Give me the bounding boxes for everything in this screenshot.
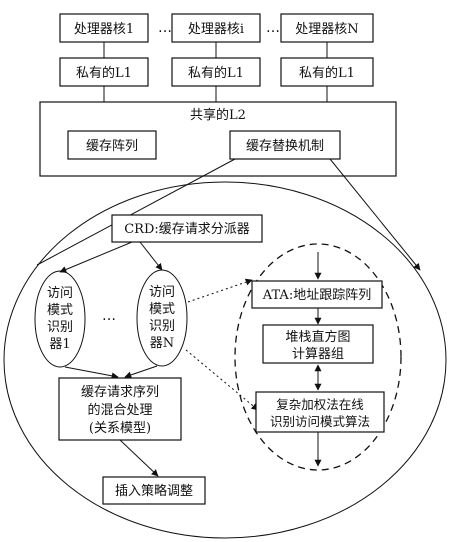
l1-N-label: 私有的L1 (299, 65, 355, 81)
cores-ellipsis-1: … (158, 20, 172, 36)
mixed-line-2: 的混合处理 (87, 402, 152, 418)
mixed-line-1: 缓存请求序列 (81, 385, 159, 400)
callout-arrow-right (329, 158, 421, 271)
core-i-label: 处理器核i (188, 22, 244, 37)
arrow-crd-rN (139, 241, 163, 271)
crd-label: CRD:缓存请求分派器 (124, 222, 250, 237)
arrow-r1-mixed (64, 366, 119, 380)
cache-replacement-label: 缓存替换机制 (246, 139, 324, 154)
arrow-crd-r1 (59, 241, 133, 273)
core-N-label: 处理器核N (295, 22, 358, 37)
shared-l2-box: 共享的L2 缓存阵列 缓存替换机制 (39, 101, 397, 177)
dotted-arrow-rN-algo (185, 349, 259, 411)
l1-i-label: 私有的L1 (188, 65, 244, 81)
recognizer-1-line-2: 模式 (47, 303, 73, 318)
core-1-label: 处理器核1 (74, 22, 134, 37)
arrow-rN-mixed (124, 365, 158, 379)
insert-policy-label: 插入策略调整 (115, 483, 193, 499)
insert-policy-box: 插入策略调整 (102, 476, 206, 505)
dotted-arrow-rN-ata (187, 278, 253, 303)
l1-i-box: 私有的L1 (171, 57, 261, 87)
cores-ellipsis-2: … (266, 20, 280, 36)
l1-1-label: 私有的L1 (76, 65, 132, 81)
arrow-mixed-insert (119, 439, 159, 477)
recognizer-N-line-4: 器N (150, 336, 174, 351)
recognizers-ellipsis: … (102, 308, 116, 324)
cache-array-label: 缓存阵列 (86, 139, 138, 154)
recognizer-1: 访问 模式 识别 器1 (34, 270, 86, 368)
ata-box: ATA:地址跟踪阵列 (251, 280, 383, 309)
recognizer-1-line-1: 访问 (47, 286, 73, 301)
recognizer-N-line-1: 访问 (149, 285, 175, 300)
recognizer-N-line-2: 模式 (149, 302, 175, 317)
recognizer-1-line-4: 器1 (49, 337, 70, 352)
l1-1-box: 私有的L1 (59, 57, 149, 87)
l1-N-box: 私有的L1 (280, 57, 374, 87)
core-N-box: 处理器核N (280, 13, 374, 43)
recognizer-1-line-3: 识别 (47, 320, 73, 335)
cache-array-box (67, 130, 157, 160)
histogram-line-2: 计算器组 (292, 347, 344, 362)
crd-box: CRD:缓存请求分派器 (111, 214, 263, 243)
algorithm-line-1: 复杂加权法在线 (276, 397, 364, 412)
ata-label: ATA:地址跟踪阵列 (262, 288, 371, 303)
callout-line-left (36, 158, 236, 266)
dashed-ellipse (234, 243, 402, 471)
mixed-line-3: (关系模型) (89, 421, 151, 436)
algorithm-line-2: 识别访问模式算法 (270, 414, 370, 429)
recognizer-N: 访问 模式 识别 器N (136, 269, 188, 367)
histogram-box: 堆栈直方图 计算器组 (262, 324, 374, 364)
histogram-line-1: 堆栈直方图 (285, 329, 350, 345)
recognizer-N-line-3: 识别 (149, 319, 175, 334)
shared-l2-title: 共享的L2 (190, 107, 246, 123)
detail-ellipse (3, 181, 447, 539)
cache-replacement-box (229, 130, 341, 160)
core-1-box: 处理器核1 (59, 13, 149, 43)
mixed-processing-box: 缓存请求序列 的混合处理 (关系模型) (58, 377, 182, 441)
core-i-box: 处理器核i (171, 13, 261, 43)
algorithm-box: 复杂加权法在线 识别访问模式算法 (255, 391, 385, 433)
